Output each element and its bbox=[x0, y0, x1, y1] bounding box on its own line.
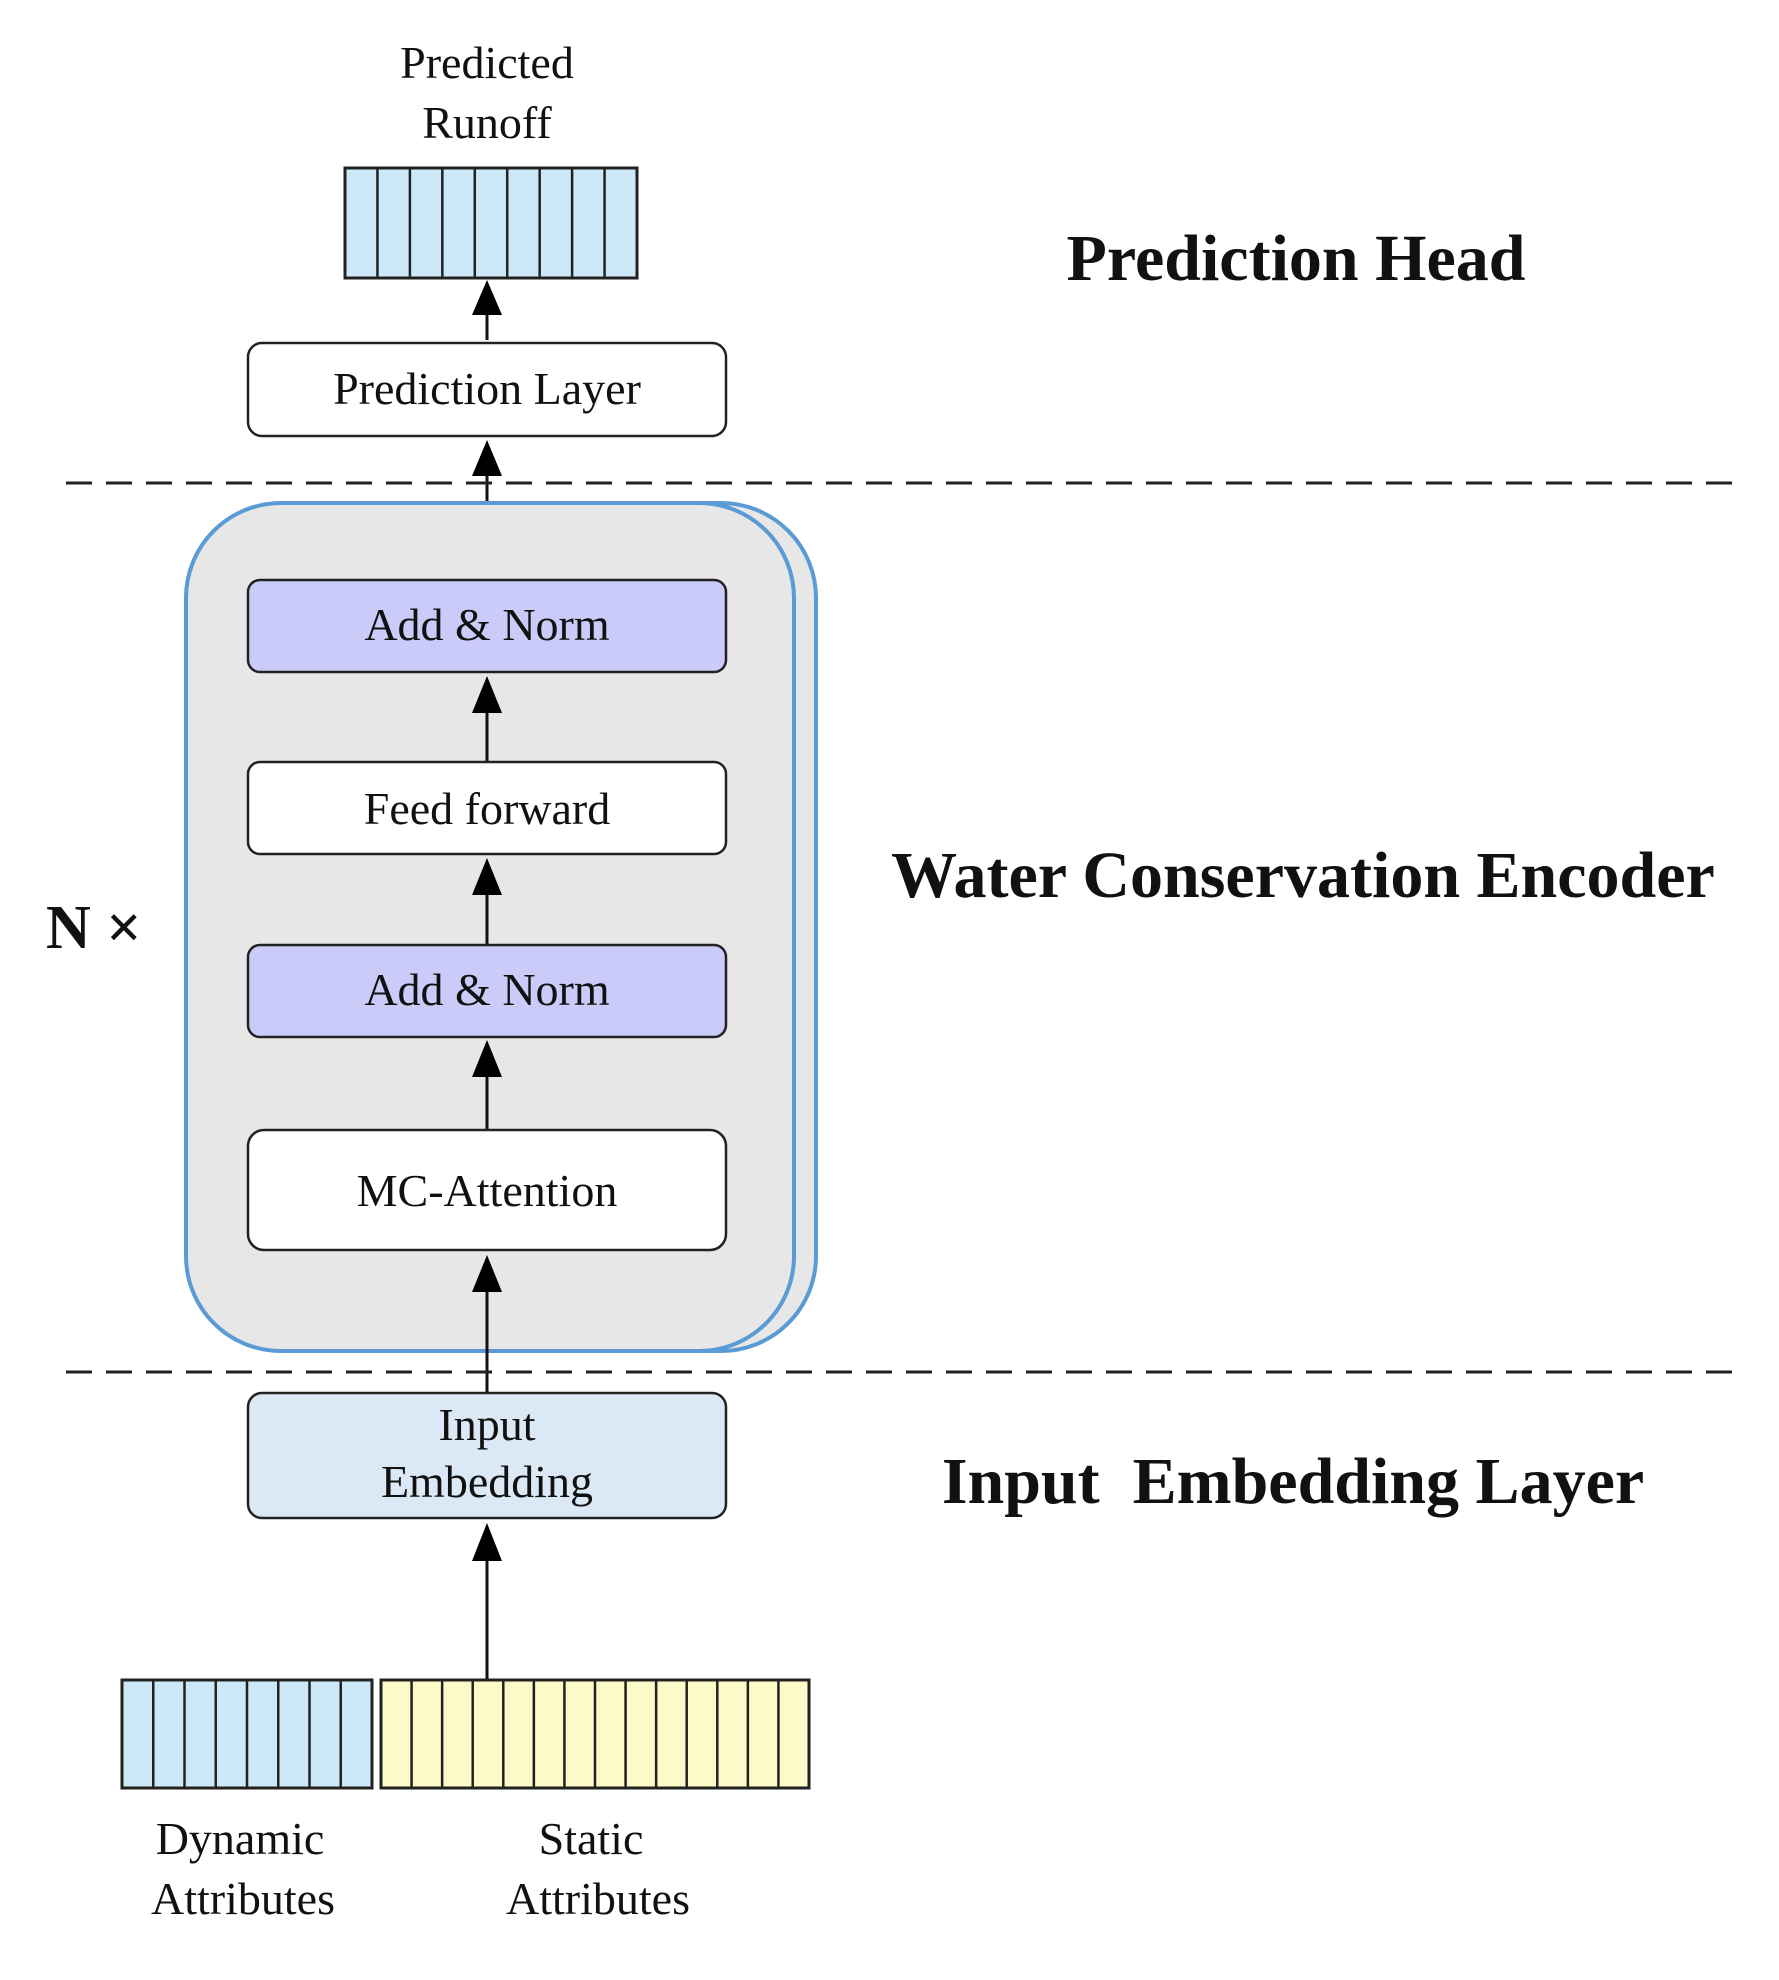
mc-attention-box bbox=[246, 1128, 728, 1252]
dynamic-attributes-vector bbox=[120, 1678, 374, 1790]
output-caption-line1: Predicted bbox=[400, 37, 574, 88]
output-cell-frame bbox=[343, 166, 639, 280]
input-embedding-box bbox=[246, 1391, 728, 1520]
feed-forward-label: Feed forward bbox=[364, 783, 611, 834]
section-input-embedding-layer: Input Embedding Layer bbox=[942, 1445, 1644, 1518]
section-prediction-head: Prediction Head bbox=[1067, 222, 1526, 295]
static-caption-line2: Attributes bbox=[506, 1873, 690, 1924]
input-embedding-label-line1: Input bbox=[438, 1399, 535, 1450]
feed-forward-box bbox=[246, 760, 728, 856]
add-norm-bottom-label: Add & Norm bbox=[364, 964, 610, 1015]
add-norm-bottom-box bbox=[246, 943, 728, 1039]
arrow-to-feed-forward bbox=[472, 858, 502, 945]
arrow-to-add-norm-bottom bbox=[472, 1040, 502, 1130]
dynamic-caption-line1: Dynamic bbox=[156, 1813, 325, 1864]
arrow-to-attention bbox=[472, 1255, 502, 1393]
prediction-layer-label: Prediction Layer bbox=[333, 363, 641, 414]
input-embedding-label-line2: Embedding bbox=[381, 1456, 593, 1507]
arrow-to-embedding bbox=[472, 1523, 502, 1680]
mc-attention-label: MC-Attention bbox=[357, 1165, 618, 1216]
predicted-runoff-vector bbox=[343, 166, 639, 280]
output-caption-line2: Runoff bbox=[422, 97, 552, 148]
arrow-to-output bbox=[472, 280, 502, 340]
arrow-to-add-norm-top bbox=[472, 676, 502, 762]
static-caption-line1: Static bbox=[539, 1813, 644, 1864]
section-water-conservation-encoder: Water Conservation Encoder bbox=[891, 839, 1715, 912]
repeat-n-label: N × bbox=[46, 894, 142, 962]
add-norm-top-box bbox=[246, 578, 728, 674]
prediction-layer-box bbox=[246, 341, 728, 438]
static-attributes-vector bbox=[379, 1678, 811, 1790]
add-norm-top-label: Add & Norm bbox=[364, 599, 610, 650]
dynamic-caption-line2: Attributes bbox=[151, 1873, 335, 1924]
